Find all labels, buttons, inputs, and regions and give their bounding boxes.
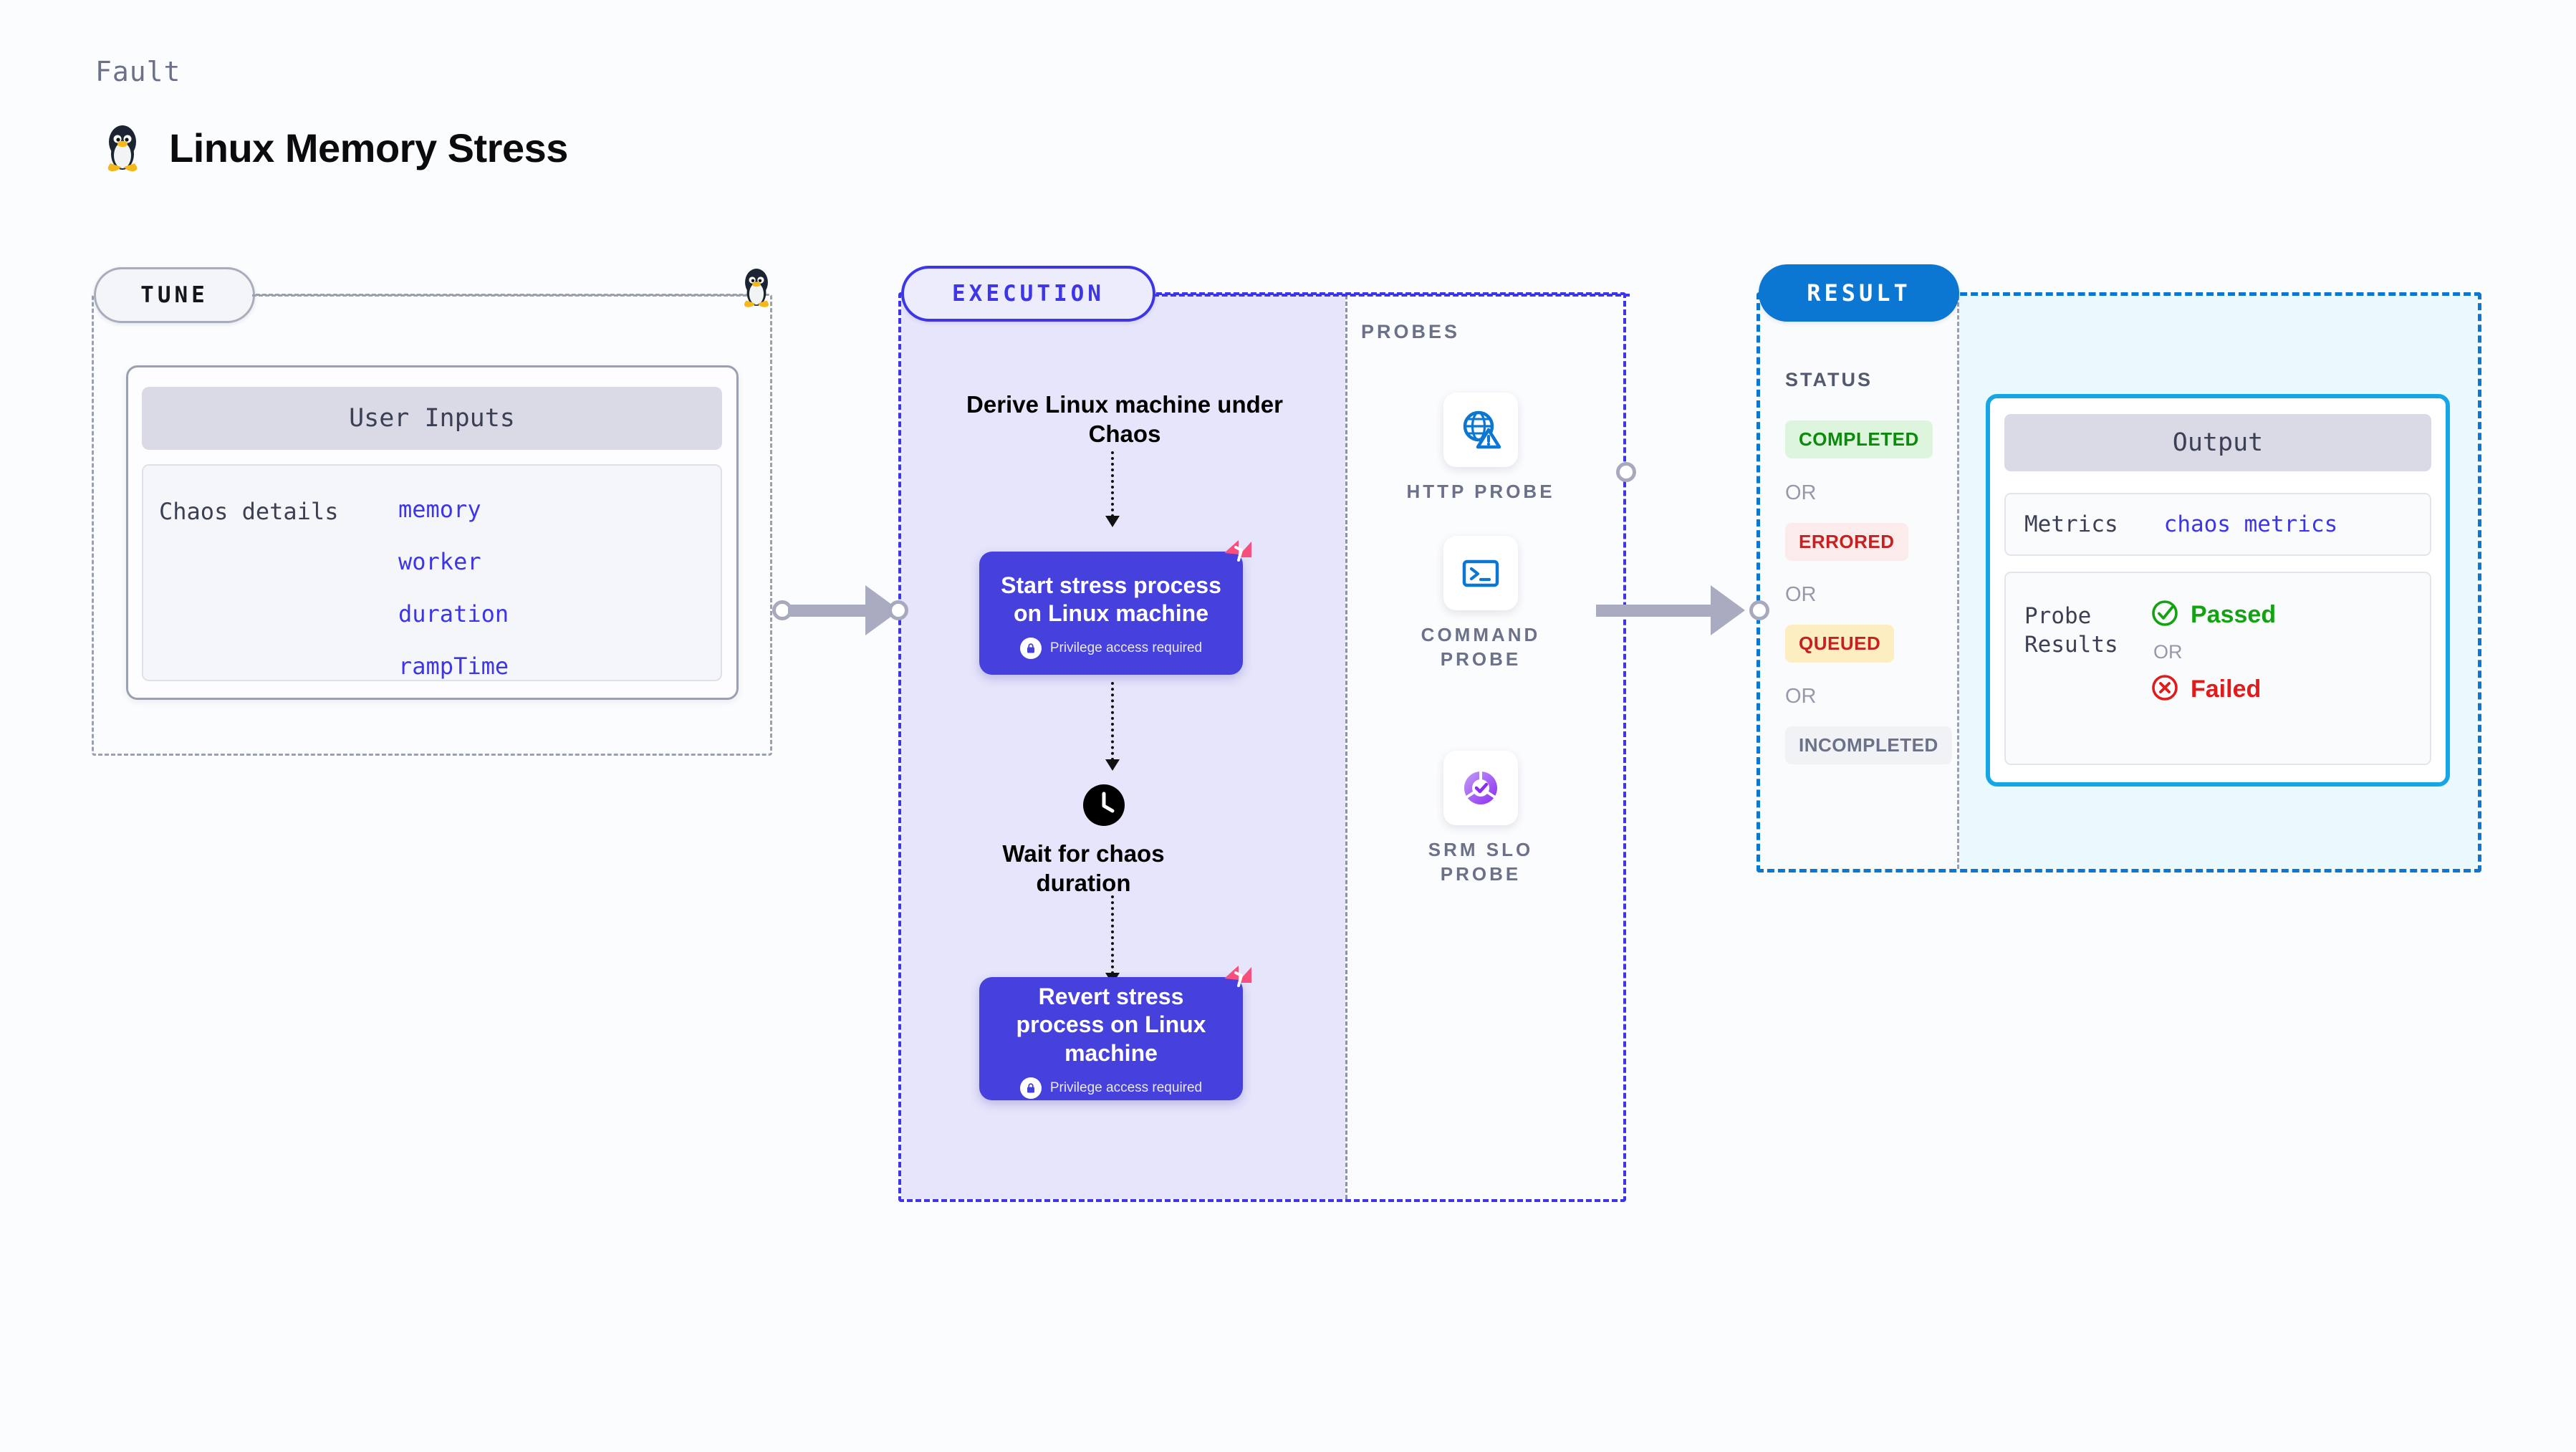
or-separator: OR [1785, 583, 1817, 606]
flow-arrow-2 [1105, 682, 1120, 771]
srm-slo-donut-check-icon [1443, 751, 1518, 825]
probe-result-failed: Failed [2150, 673, 2276, 706]
execution-left-connector-dot [888, 600, 908, 620]
execution-top-dashed-line [1153, 294, 1630, 297]
probe-item-srm-slo[interactable]: SRM SLO PROBE [1398, 751, 1563, 887]
metrics-label: Metrics [2024, 511, 2118, 537]
terminal-icon [1443, 536, 1518, 610]
harness-pink-icon [1221, 964, 1254, 1001]
clock-icon [1083, 784, 1125, 830]
probe-results-values: Passed OR Failed [2150, 599, 2276, 764]
arrow-tune-to-execution [772, 585, 900, 635]
or-separator: OR [1785, 685, 1817, 708]
passed-label: Passed [2191, 601, 2277, 628]
derive-step-label: Derive Linux machine under Chaos [966, 391, 1283, 447]
user-inputs-body [142, 464, 722, 681]
or-separator: OR [1785, 481, 1817, 504]
probe-label: SRM SLO PROBE [1428, 839, 1534, 885]
result-pill-label: RESULT [1759, 264, 1959, 322]
status-badge-completed: COMPLETED [1785, 420, 1933, 458]
param-ramptime[interactable]: rampTime [398, 653, 509, 680]
execution-step-title: Revert stress process on Linux machine [1016, 984, 1206, 1066]
execution-step-title: Start stress process on Linux machine [1001, 572, 1221, 626]
probe-item-command[interactable]: COMMAND PROBE [1398, 536, 1563, 672]
tux-penguin-icon [100, 122, 145, 173]
privilege-note: Privilege access required [1049, 1080, 1203, 1095]
tune-pill-label: TUNE [94, 267, 255, 323]
probe-label: HTTP PROBE [1406, 481, 1555, 502]
page-title: Linux Memory Stress [169, 125, 568, 170]
probes-right-connector-dot [1616, 462, 1636, 482]
metrics-row: Metrics chaos metrics [2004, 493, 2431, 556]
probe-result-passed: Passed [2150, 599, 2276, 631]
arrow-execution-to-result [1596, 585, 1745, 635]
result-divider [1957, 296, 1959, 869]
metrics-value[interactable]: chaos metrics [2163, 511, 2338, 537]
probe-results-row: Probe Results Passed OR Failed [2004, 572, 2431, 765]
wait-step-label: Wait for chaos duration [1002, 840, 1165, 896]
param-duration[interactable]: duration [398, 600, 509, 628]
status-section-label: STATUS [1785, 369, 1873, 390]
probes-divider [1345, 295, 1347, 1199]
param-worker[interactable]: worker [398, 548, 481, 575]
execution-step-start[interactable]: Start stress process on Linux machine Pr… [979, 540, 1251, 675]
probes-section-label: PROBES [1361, 321, 1461, 342]
flow-arrow-1 [1105, 451, 1120, 527]
page-title-row: Linux Memory Stress [100, 122, 568, 173]
status-badge-errored: ERRORED [1785, 523, 1908, 561]
result-panel [1756, 292, 2481, 872]
result-status-background [1760, 296, 1957, 869]
probe-results-label: Probe Results [2024, 603, 2118, 658]
execution-step-revert[interactable]: Revert stress process on Linux machine P… [979, 966, 1251, 1100]
output-card-title: Output [2004, 414, 2431, 471]
execution-pill-label: EXECUTION [901, 266, 1155, 322]
privilege-note: Privilege access required [1049, 640, 1203, 656]
or-separator: OR [2153, 641, 2183, 663]
tune-top-dashed-line [252, 294, 754, 297]
probe-item-http[interactable]: HTTP PROBE [1398, 393, 1563, 504]
fault-eyebrow-label: Fault [95, 56, 181, 87]
param-memory[interactable]: memory [398, 496, 481, 523]
user-inputs-title: User Inputs [142, 387, 722, 450]
privilege-row: Privilege access required [1019, 1077, 1203, 1099]
check-circle-icon [2150, 599, 2179, 631]
chaos-param-list: memory worker duration rampTime [398, 496, 509, 680]
flow-arrow-3 [1105, 895, 1120, 984]
globe-warning-icon [1443, 393, 1518, 467]
status-badge-incompleted: INCOMPLETED [1785, 726, 1952, 764]
status-badge-queued: QUEUED [1785, 625, 1895, 663]
lock-icon [1019, 638, 1042, 660]
tux-penguin-icon [738, 265, 775, 313]
harness-pink-icon [1221, 539, 1254, 575]
result-left-connector-dot [1749, 600, 1769, 620]
probe-label: COMMAND PROBE [1421, 624, 1541, 670]
x-circle-icon [2150, 673, 2179, 706]
privilege-row: Privilege access required [1019, 638, 1203, 660]
failed-label: Failed [2191, 675, 2262, 703]
lock-icon [1019, 1077, 1042, 1099]
chaos-details-label: Chaos details [159, 498, 339, 525]
